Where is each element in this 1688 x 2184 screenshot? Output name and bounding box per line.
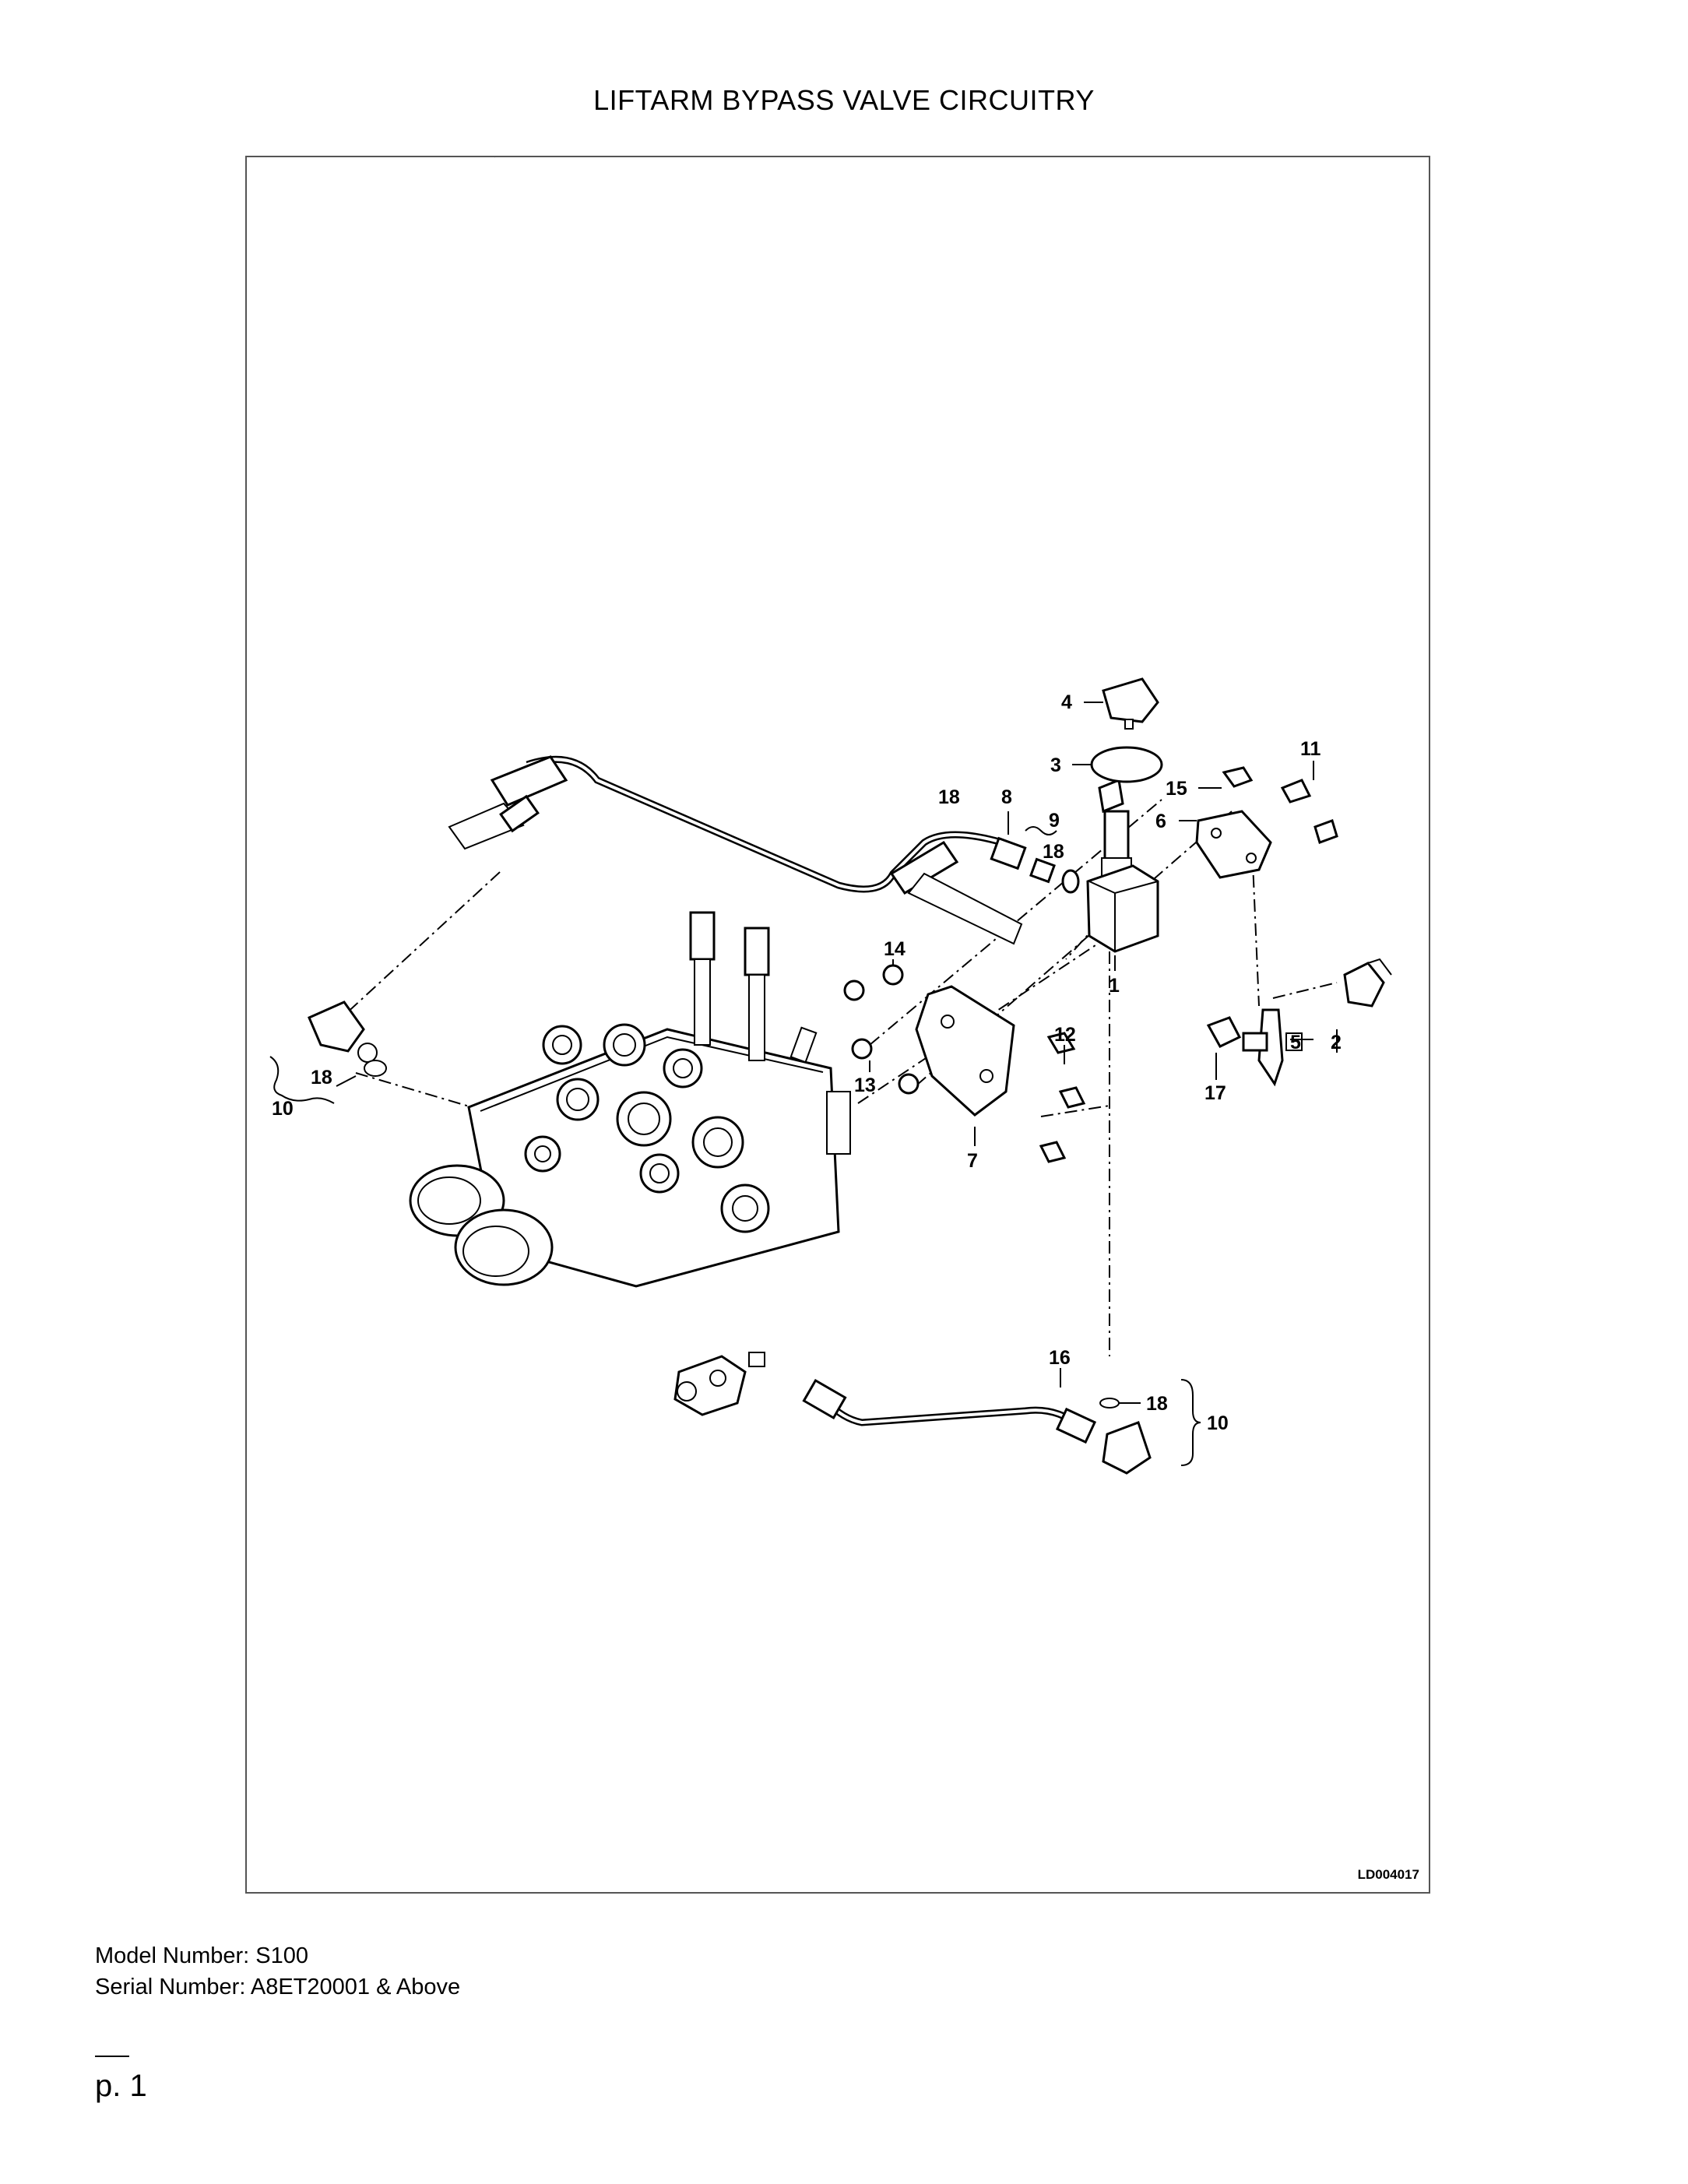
- diagram-frame: 4 3 11 15 6 18 8 9 18 1 2 5 17 14 12 13 …: [245, 156, 1430, 1894]
- callout-18-left: 18: [311, 1067, 332, 1088]
- callout-16: 16: [1049, 1347, 1071, 1369]
- callout-3: 3: [1050, 754, 1061, 776]
- model-serial-info: Model Number: S100 Serial Number: A8ET20…: [95, 1940, 460, 2003]
- callout-7: 7: [967, 1150, 978, 1172]
- drawing-id: LD004017: [1357, 1867, 1419, 1882]
- callout-12: 12: [1054, 1024, 1076, 1046]
- callout-11: 11: [1300, 738, 1321, 760]
- callout-18-upper-right: 18: [1043, 841, 1064, 863]
- page-title: LIFTARM BYPASS VALVE CIRCUITRY: [593, 84, 1095, 116]
- callout-labels: 4 3 11 15 6 18 8 9 18 1 2 5 17 14 12 13 …: [272, 691, 1342, 1434]
- upper-hydraulic-tube: [448, 755, 1080, 945]
- callout-10-left: 10: [272, 1098, 294, 1120]
- control-valve-body: [409, 911, 851, 1288]
- lower-hydraulic-tube: [673, 1352, 1152, 1475]
- callout-18-lower: 18: [1146, 1393, 1168, 1415]
- callout-9: 9: [1049, 810, 1060, 832]
- callout-17: 17: [1204, 1082, 1226, 1104]
- callout-2: 2: [1331, 1032, 1342, 1053]
- callout-10-right: 10: [1207, 1412, 1229, 1434]
- callout-8: 8: [1001, 786, 1012, 808]
- mounting-bracket-7: [843, 964, 1086, 1163]
- callout-14: 14: [884, 938, 906, 960]
- callout-18-upper-left: 18: [938, 786, 960, 808]
- callout-13: 13: [854, 1074, 876, 1096]
- page-marker-rule: [95, 2056, 129, 2057]
- mounting-plate-6: [1195, 766, 1338, 879]
- exploded-parts-diagram: 4 3 11 15 6 18 8 9 18 1 2 5 17 14 12 13 …: [269, 677, 1392, 1475]
- bypass-valve-assembly: [1086, 677, 1163, 953]
- callout-5: 5: [1290, 1032, 1301, 1053]
- callout-4: 4: [1061, 691, 1072, 713]
- tee-and-switch: [1206, 958, 1392, 1087]
- left-elbow-fitting: [308, 1001, 387, 1077]
- model-number: Model Number: S100: [95, 1943, 309, 1968]
- callout-15: 15: [1166, 778, 1187, 800]
- leader-lines: [269, 702, 1338, 1466]
- page-number: p. 1: [95, 2069, 147, 2103]
- callout-1: 1: [1109, 975, 1120, 997]
- callout-6: 6: [1155, 811, 1166, 832]
- serial-number: Serial Number: A8ET20001 & Above: [95, 1975, 461, 1999]
